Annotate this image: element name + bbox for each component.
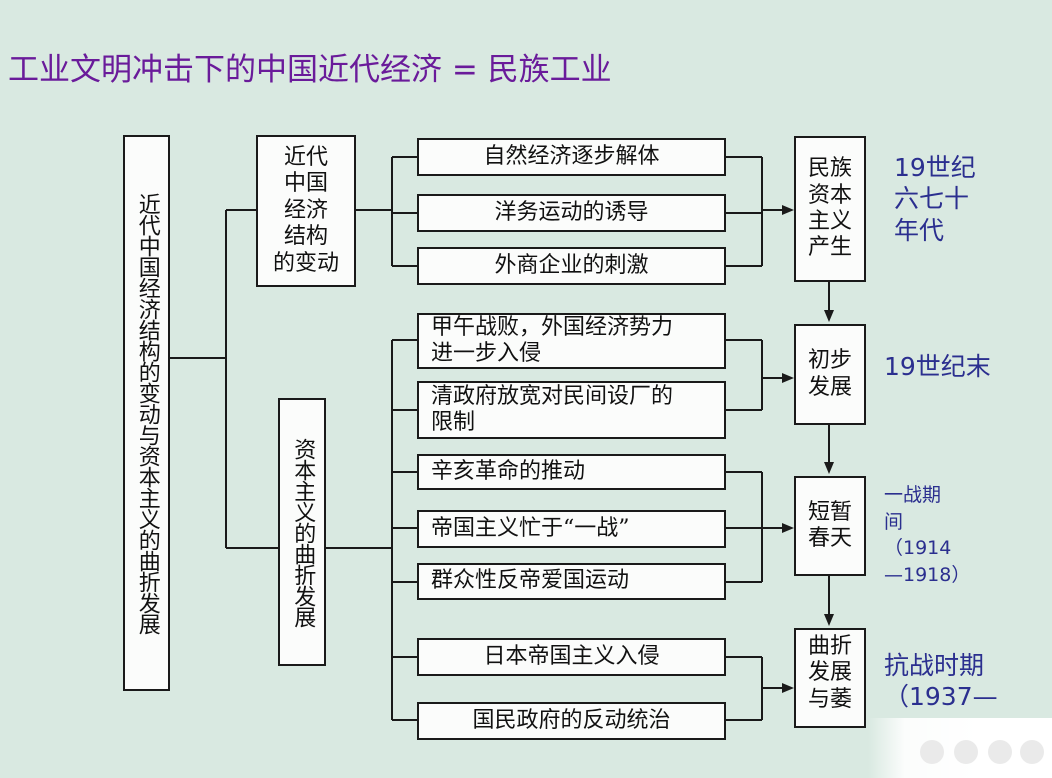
cause-xinhai: 辛亥革命的推动	[417, 454, 726, 490]
cause-foreign-business: 外商企业的刺激	[417, 247, 726, 285]
cause-japan-invasion: 日本帝国主义入侵	[417, 638, 726, 676]
stage-twists-decline: 曲折 发展 与萎	[794, 628, 866, 728]
page-title: 工业文明冲击下的中国近代经济 = 民族工业	[8, 52, 612, 88]
stage-initial-development: 初步 发展	[794, 324, 866, 425]
note-stage1-period: 19世纪 六七十 年代	[894, 153, 976, 245]
stage-emergence: 民族 资本 主义 产生	[794, 136, 866, 282]
cause-westernization: 洋务运动的诱导	[417, 194, 726, 232]
note-stage4-period: 抗战时期 （1937—	[884, 651, 998, 712]
cause-natural-economy: 自然经济逐步解体	[417, 138, 726, 176]
cause-patriotic-movement: 群众性反帝爱国运动	[417, 563, 726, 600]
note-stage3-period: 一战期 间 （1914 —1918）	[884, 484, 971, 586]
cause-war-defeat: 甲午战败，外国经济势力 进一步入侵	[417, 313, 726, 369]
node-structure-change: 近代 中国 经济 结构 的变动	[256, 135, 356, 287]
node-capitalism-twists: 资本主义的曲折发展	[278, 398, 326, 666]
note-stage2-period: 19世纪末	[884, 352, 991, 381]
cause-qing-policy: 清政府放宽对民间设厂的 限制	[417, 381, 726, 439]
stage-brief-spring: 短暂 春天	[794, 476, 866, 576]
cause-ww1: 帝国主义忙于“一战”	[417, 510, 726, 548]
cause-kmt-rule: 国民政府的反动统治	[417, 702, 726, 740]
root-node: 近代中国经济结构的变动与资本主义的曲折发展	[123, 135, 170, 691]
watermark-overlay	[868, 718, 1052, 778]
